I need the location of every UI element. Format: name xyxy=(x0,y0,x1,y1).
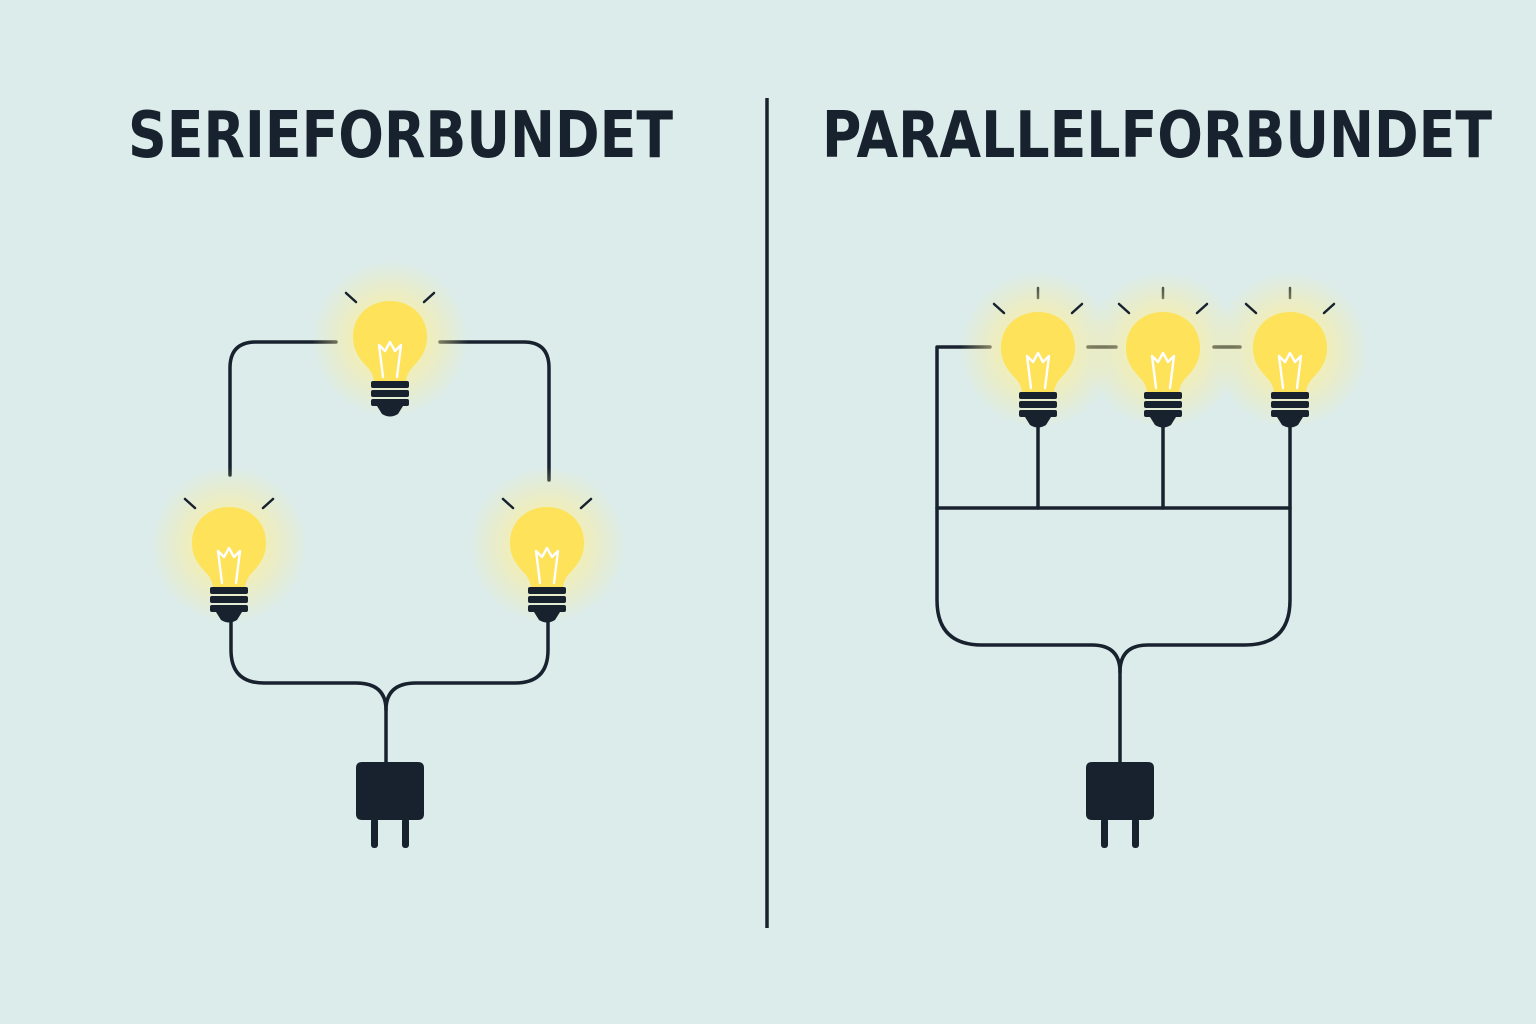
power-plug-icon xyxy=(356,762,424,848)
series-circuit xyxy=(149,259,627,848)
series-title: SERIEFORBUNDET xyxy=(128,99,674,173)
light-bulb-icon xyxy=(1210,270,1370,430)
parallel-title: PARALLELFORBUNDET xyxy=(822,99,1493,173)
light-bulb-icon xyxy=(467,465,627,625)
power-plug-icon xyxy=(1086,762,1154,848)
light-bulb-icon xyxy=(149,465,309,625)
light-bulb-icon xyxy=(310,259,470,419)
series-wires xyxy=(228,340,551,764)
parallel-circuit xyxy=(935,270,1370,848)
